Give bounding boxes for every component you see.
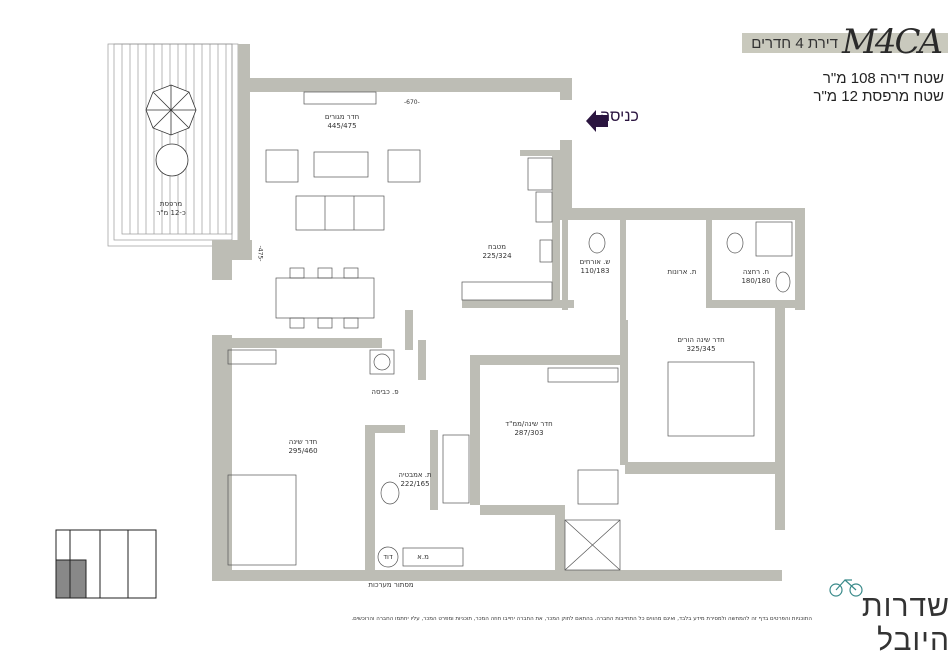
ac-label: מ.א	[417, 553, 429, 561]
balcony-deck	[107, 43, 239, 247]
logo-bicycle-icon	[829, 579, 863, 597]
walls	[212, 44, 805, 581]
height-dimension: -475-	[256, 245, 264, 262]
balcony-area: שטח מרפסת 12 מ"ר	[813, 88, 944, 105]
entrance-arrow-icon	[586, 110, 608, 132]
balcony-umbrella-icon	[145, 84, 197, 177]
apartment-area: שטח דירה 108 מ"ר	[822, 70, 944, 87]
building-key-plan	[55, 529, 157, 599]
furniture	[227, 91, 793, 571]
boiler-label: דוד	[383, 553, 393, 561]
header-bar	[742, 33, 948, 53]
apartment-type: דירת 4 חדרים	[751, 35, 838, 52]
disclaimer: התוכניות והפרטים בדף זה להמחשה ולמסירת מ…	[351, 616, 812, 622]
entrance-label: כניסה	[600, 108, 639, 125]
services-label: מסתור מערכות	[368, 581, 414, 589]
width-dimension: -670-	[404, 99, 420, 106]
room-closets: ת. ארונות	[667, 268, 697, 276]
model-code: M4CA	[842, 22, 943, 62]
project-logo: שדרות היובל	[861, 590, 950, 657]
room-laundry: פ. כביסה	[371, 388, 399, 396]
